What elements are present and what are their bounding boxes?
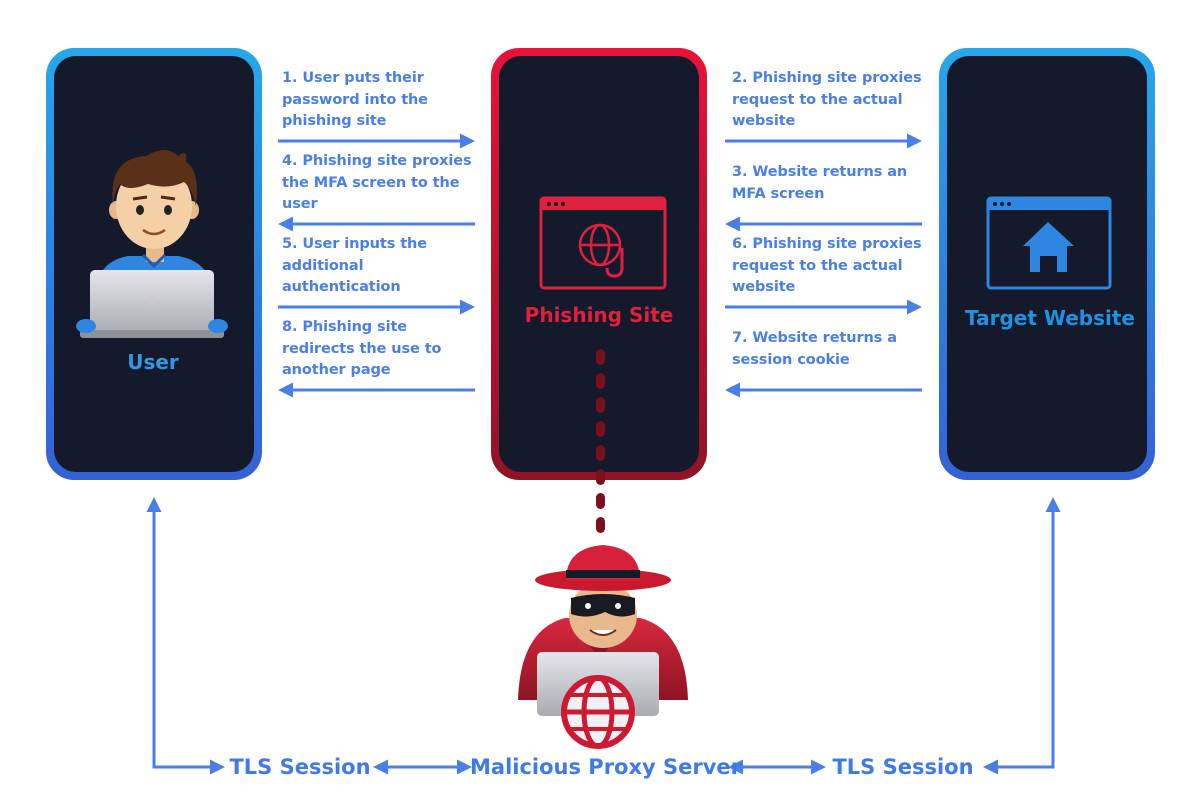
step-4-text: 4. Phishing site proxies the MFA screen … — [282, 153, 472, 212]
proxy-connector — [596, 349, 605, 533]
step-6-text: 6. Phishing site proxies request to the … — [732, 236, 922, 295]
step-1-text: 1. User puts their password into the phi… — [282, 70, 428, 129]
phishing-site-label: Phishing Site — [524, 303, 674, 327]
tls-session-right-label: TLS Session — [832, 755, 974, 779]
step-8-text: 8. Phishing site redirects the use to an… — [282, 319, 442, 378]
globe-icon — [561, 675, 635, 749]
user-label: User — [127, 350, 179, 374]
step-3-text: 3. Website returns an MFA screen — [732, 164, 908, 202]
step-2-text: 2. Phishing site proxies request to the … — [732, 70, 922, 129]
step-5-text: 5. User inputs the additional authentica… — [282, 236, 427, 295]
globe-hook-icon — [578, 223, 624, 278]
malicious-proxy-label: Malicious Proxy Server — [470, 755, 742, 779]
laptop-icon — [76, 270, 228, 338]
phishing-browser-icon — [539, 196, 667, 290]
step-7-text: 7. Website returns a session cookie — [732, 330, 897, 368]
tls-session-left-label: TLS Session — [229, 755, 371, 779]
home-browser-icon — [986, 196, 1112, 290]
tls-right-connector — [983, 497, 1061, 775]
tls-left-connector — [146, 497, 225, 775]
target-website-label: Target Website — [965, 306, 1135, 330]
hacker-laptop — [537, 652, 659, 749]
